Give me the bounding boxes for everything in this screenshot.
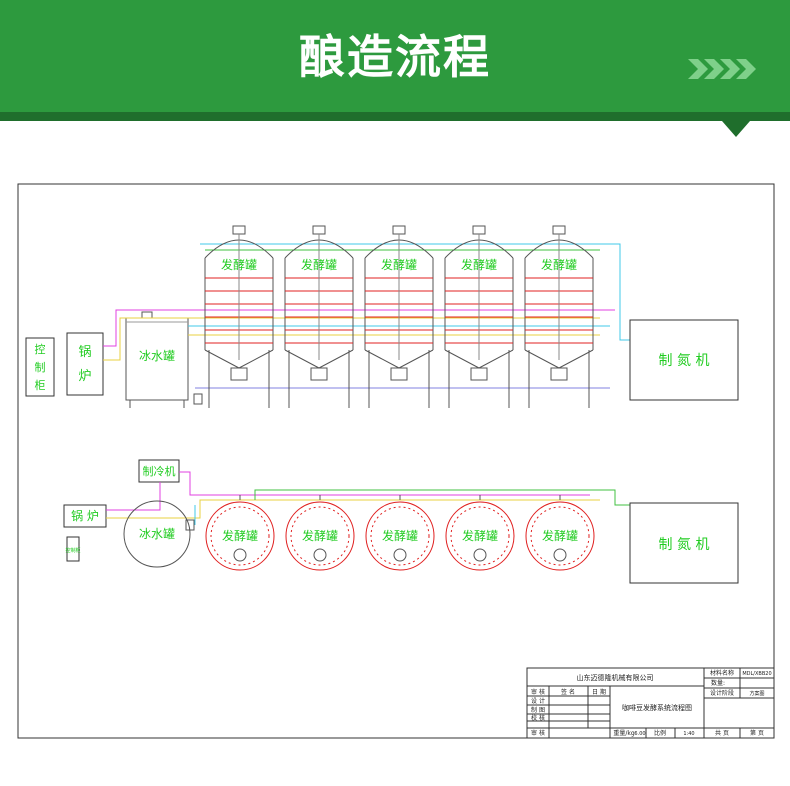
fermentation-tank-label: 发酵罐 xyxy=(542,528,578,543)
svg-text:日 期: 日 期 xyxy=(592,688,606,696)
control-cabinet-top: 控 制 柜 xyxy=(25,337,55,397)
fermentation-tank-top-2: 发酵罐 xyxy=(284,225,354,408)
boiler-top: 锅 炉 xyxy=(66,332,104,396)
svg-text:设 计: 设 计 xyxy=(531,697,545,705)
chevron-right-icon xyxy=(688,59,756,79)
fermentation-tank-bottom-2: 发酵罐 xyxy=(285,495,355,571)
fermentation-tank-top-1: 发酵罐 xyxy=(204,225,274,408)
svg-text:设计阶段: 设计阶段 xyxy=(710,689,734,697)
fermentation-tank-bottom-5: 发酵罐 xyxy=(525,495,595,571)
nitrogen-machine-bottom: 制 氮 机 xyxy=(629,502,739,584)
fermentation-tank-label: 发酵罐 xyxy=(381,257,417,272)
svg-text:审 核: 审 核 xyxy=(531,688,545,696)
svg-text:6.00: 6.00 xyxy=(634,731,645,737)
svg-text:签 名: 签 名 xyxy=(561,688,575,696)
svg-text:审 核: 审 核 xyxy=(531,729,545,737)
svg-text:控制柜: 控制柜 xyxy=(65,547,80,554)
svg-text:1:40: 1:40 xyxy=(683,731,694,737)
svg-text:共 页: 共 页 xyxy=(715,729,729,737)
fermentation-tank-label: 发酵罐 xyxy=(222,528,258,543)
svg-text:重量/kg: 重量/kg xyxy=(613,729,634,737)
svg-text:校 核: 校 核 xyxy=(531,714,545,722)
title-block: 山东迈德隆机械有限公司 咖啡豆发酵系统流程图 审 核 设 计 制 图 校 核 审… xyxy=(526,667,775,739)
svg-text:柜: 柜 xyxy=(35,379,46,392)
fermentation-tank-bottom-3: 发酵罐 xyxy=(365,495,435,571)
bottom-pipes xyxy=(106,471,630,525)
fermentation-tank-top-5: 发酵罐 xyxy=(524,225,594,408)
header-arrow-icon xyxy=(722,121,750,137)
svg-text:控: 控 xyxy=(35,342,46,356)
fermentation-tank-label: 发酵罐 xyxy=(382,528,418,543)
svg-text:制冷机: 制冷机 xyxy=(143,464,176,478)
control-cabinet-bottom: 控制柜 xyxy=(65,536,81,562)
fermentation-tank-label: 发酵罐 xyxy=(302,528,338,543)
boiler-bottom: 锅 炉 xyxy=(63,504,107,528)
svg-text:冰水罐: 冰水罐 xyxy=(139,527,175,541)
fermentation-tank-label: 发酵罐 xyxy=(301,257,337,272)
svg-text:数量:: 数量: xyxy=(711,679,725,687)
chiller-box: 制冷机 xyxy=(138,459,180,483)
header-banner xyxy=(0,0,790,112)
svg-text:MDL/XBB20: MDL/XBB20 xyxy=(742,671,771,677)
page-title: 酿造流程 xyxy=(299,30,491,84)
svg-text:比例: 比例 xyxy=(654,729,666,737)
ice-water-tank-bottom: 冰水罐 xyxy=(123,500,195,568)
svg-text:山东迈德隆机械有限公司: 山东迈德隆机械有限公司 xyxy=(577,673,654,682)
svg-text:制 氮 机: 制 氮 机 xyxy=(659,537,710,553)
svg-text:第 页: 第 页 xyxy=(750,729,764,737)
fermentation-tank-label: 发酵罐 xyxy=(461,257,497,272)
fermentation-tank-label: 发酵罐 xyxy=(541,257,577,272)
svg-text:制 氮 机: 制 氮 机 xyxy=(659,353,710,369)
svg-text:锅: 锅 xyxy=(78,344,91,360)
svg-text:方案图: 方案图 xyxy=(749,690,764,697)
svg-text:锅 炉: 锅 炉 xyxy=(71,508,99,523)
svg-text:材料名称: 材料名称 xyxy=(710,669,734,677)
drawing-frame xyxy=(17,183,775,739)
fermentation-tank-label: 发酵罐 xyxy=(221,257,257,272)
fermentation-tank-top-4: 发酵罐 xyxy=(444,225,514,408)
svg-text:咖啡豆发酵系统流程图: 咖啡豆发酵系统流程图 xyxy=(622,703,692,712)
header-strip xyxy=(0,112,790,121)
nitrogen-machine-top: 制 氮 机 xyxy=(629,319,739,401)
fermentation-tank-top-3: 发酵罐 xyxy=(364,225,434,408)
fermentation-tank-label: 发酵罐 xyxy=(462,528,498,543)
svg-text:炉: 炉 xyxy=(78,369,91,384)
fermentation-tank-bottom-1: 发酵罐 xyxy=(205,495,275,571)
svg-text:冰水罐: 冰水罐 xyxy=(139,349,175,363)
svg-text:制 图: 制 图 xyxy=(531,706,545,714)
svg-text:制: 制 xyxy=(35,361,46,374)
fermentation-tank-bottom-4: 发酵罐 xyxy=(445,495,515,571)
